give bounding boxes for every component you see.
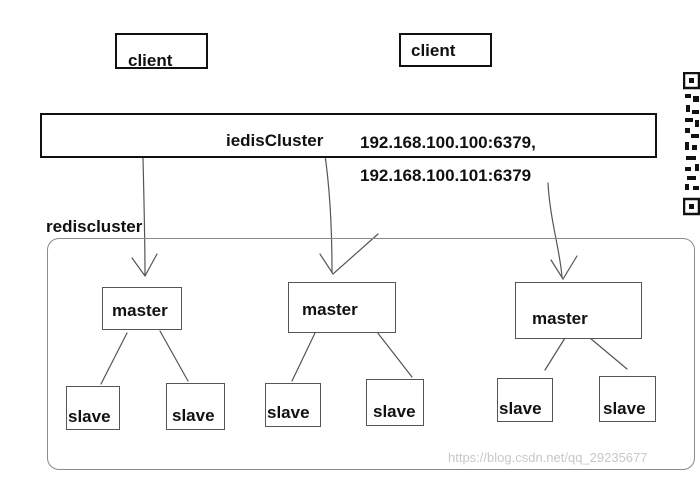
arrow-to-master-3 (547, 182, 563, 278)
gateway-bar (40, 113, 657, 158)
master-box-2: master (288, 282, 396, 333)
client-box-2: client (399, 33, 492, 67)
slave-box-2-1: slave (265, 383, 321, 427)
link-m2-s1 (291, 332, 316, 382)
link-m3-s2 (589, 337, 628, 370)
master-label-2: master (302, 300, 358, 319)
cluster-label: rediscluster (46, 217, 143, 236)
arrowhead-master-1 (131, 253, 158, 278)
watermark-text: https://blog.csdn.net/qq_29235677 (448, 450, 648, 465)
slave-label-3-1: slave (499, 399, 542, 418)
slave-label-1-1: slave (68, 407, 111, 426)
slave-label-2-1: slave (267, 403, 310, 422)
link-m1-s1 (100, 332, 128, 385)
master-box-1: master (102, 287, 182, 330)
qr-code-icon (683, 72, 700, 216)
gateway-address-2: 192.168.100.101:6379 (360, 166, 532, 185)
slave-box-1-1: slave (66, 386, 120, 430)
master-label-3: master (532, 309, 588, 328)
client-label-1: client (128, 51, 173, 70)
slave-label-2-2: slave (373, 402, 416, 421)
arrow-to-master-1 (142, 157, 146, 276)
arrowhead-master-2 (319, 233, 379, 275)
client-label-2: client (411, 41, 456, 60)
slave-label-3-2: slave (603, 399, 646, 418)
link-m2-s2 (376, 331, 413, 378)
master-box-3: master (515, 282, 642, 339)
slave-box-2-2: slave (366, 379, 424, 426)
cluster-container (47, 238, 695, 470)
master-label-1: master (112, 301, 168, 320)
slave-label-1-2: slave (172, 406, 215, 425)
slave-box-3-2: slave (599, 376, 656, 422)
slave-box-1-2: slave (166, 383, 225, 430)
arrowhead-master-3 (550, 255, 578, 281)
client-box-1: client (115, 33, 208, 70)
slave-box-3-1: slave (497, 378, 553, 422)
link-m1-s2 (159, 330, 189, 382)
gateway-name: iedisCluster (226, 131, 324, 150)
gateway-address-1: 192.168.100.100:6379, (360, 133, 536, 152)
